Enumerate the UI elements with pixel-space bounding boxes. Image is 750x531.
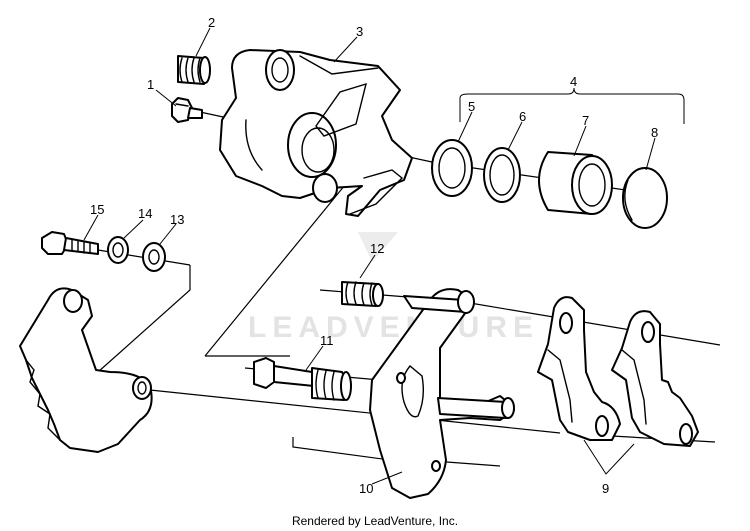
bolt-part-15 (41, 231, 99, 255)
watermark-text: LEADVENTURE (248, 311, 539, 344)
callout-1: 1 (147, 77, 154, 92)
callout-labels: 1 2 3 4 5 6 7 8 9 10 11 12 13 14 15 (90, 15, 658, 496)
callout-10: 10 (359, 481, 373, 496)
bleeder-screw-part-1 (171, 97, 203, 123)
leadventure-watermark: LEADVENTURE (248, 232, 539, 344)
lock-washer-part-14 (107, 236, 129, 264)
caliper-housing-part-3 (219, 49, 413, 217)
mounting-bracket (19, 287, 153, 453)
caliper-pin-part-2 (177, 55, 211, 85)
callout-7: 7 (582, 113, 589, 128)
flat-washer-part-13 (142, 242, 166, 272)
callout-11: 11 (320, 333, 334, 348)
callout-13: 13 (170, 212, 184, 227)
callout-8: 8 (651, 125, 658, 140)
callout-9: 9 (602, 481, 609, 496)
brake-pad-outer-part-9 (611, 310, 699, 447)
callout-5: 5 (468, 99, 475, 114)
callout-4: 4 (570, 74, 577, 89)
callout-2: 2 (208, 15, 215, 30)
callout-14: 14 (138, 206, 152, 221)
callout-12: 12 (370, 241, 384, 256)
leader-lines (83, 27, 685, 485)
callout-3: 3 (356, 24, 363, 39)
piston-part-7 (538, 151, 613, 215)
rendered-by-credit: Rendered by LeadVenture, Inc. (292, 514, 458, 528)
piston-seal-part-6 (483, 147, 521, 203)
caliper-bracket-part-10 (369, 288, 515, 499)
dust-seal-part-5 (431, 139, 473, 197)
brake-pad-inner-part-9 (537, 296, 621, 441)
callout-15: 15 (90, 202, 104, 217)
pin-part-11 (253, 357, 352, 401)
callout-6: 6 (519, 109, 526, 124)
pin-part-12 (341, 281, 384, 307)
piston-cap-part-8 (622, 167, 668, 229)
